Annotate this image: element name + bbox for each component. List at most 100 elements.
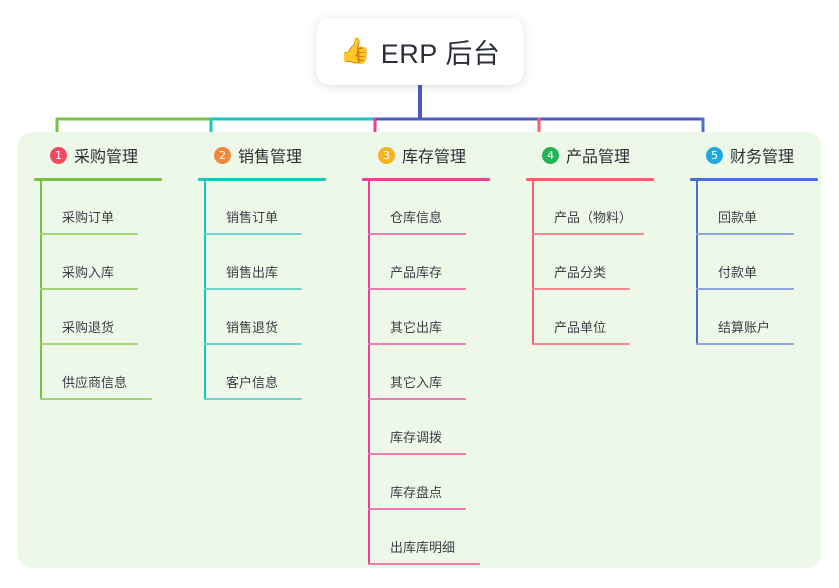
branch-header-sales[interactable]: 2 销售管理 [208, 132, 356, 170]
branch-item[interactable]: 回款单 [696, 180, 836, 235]
branch-spine [204, 180, 206, 400]
branch-item[interactable]: 销售出库 [204, 235, 344, 290]
branch-item[interactable]: 产品（物料） [532, 180, 672, 235]
branch-item-rule [368, 563, 480, 565]
branch-column-finance: 5 财务管理回款单付款单结算账户 [684, 132, 839, 568]
branch-item-rule [696, 343, 794, 345]
branch-number-badge: 4 [542, 146, 559, 164]
branch-item-label: 采购订单 [62, 210, 115, 225]
branch-item-label: 产品单位 [554, 320, 607, 335]
branch-item-label: 其它出库 [390, 320, 443, 335]
branch-item-list: 销售订单销售出库销售退货客户信息 [204, 180, 344, 400]
branch-column-purchasing: 1 采购管理采购订单采购入库采购退货供应商信息 [28, 132, 192, 568]
branch-title: 财务管理 [730, 149, 795, 166]
branch-item-rule [532, 233, 644, 235]
branch-item-list: 产品（物料） 产品分类产品单位 [532, 180, 672, 345]
branch-item[interactable]: 采购订单 [40, 180, 180, 235]
branch-item-rule [532, 343, 630, 345]
branch-item-label: 产品分类 [554, 265, 607, 280]
branch-item-list: 采购订单采购入库采购退货供应商信息 [40, 180, 180, 400]
branch-item-rule [696, 288, 794, 290]
branch-item-label: 库存调拨 [390, 430, 443, 445]
branch-item-label: 销售退货 [226, 320, 279, 335]
branch-item-label: 销售订单 [226, 210, 279, 225]
branch-spine [40, 180, 42, 400]
branch-item-rule [40, 398, 152, 400]
branch-columns: 1 采购管理采购订单采购入库采购退货供应商信息 2 销售管理销售订单销售出库销售退货客… [18, 132, 821, 568]
branch-spine [532, 180, 534, 345]
branch-number-badge: 5 [706, 146, 723, 164]
branch-item-rule [40, 233, 138, 235]
branch-item-label: 出库库明细 [390, 540, 456, 555]
branch-item-label: 产品（物料） [554, 210, 633, 225]
branch-item-rule [368, 233, 466, 235]
branch-item-label: 销售出库 [226, 265, 279, 280]
branch-item[interactable]: 付款单 [696, 235, 836, 290]
branch-item-rule [368, 288, 466, 290]
branch-item[interactable]: 销售订单 [204, 180, 344, 235]
branch-item-label: 仓库信息 [390, 210, 443, 225]
branch-title: 采购管理 [74, 149, 139, 166]
branch-item[interactable]: 产品单位 [532, 290, 672, 345]
branch-item-list: 回款单付款单结算账户 [696, 180, 836, 345]
branch-item-label: 付款单 [718, 265, 758, 280]
branch-spine [696, 180, 698, 345]
branch-item-label: 回款单 [718, 210, 758, 225]
branch-item-label: 采购退货 [62, 320, 115, 335]
branch-item-rule [204, 288, 302, 290]
branch-item-label: 供应商信息 [62, 375, 128, 390]
branch-item[interactable]: 仓库信息 [368, 180, 508, 235]
branch-item[interactable]: 产品库存 [368, 235, 508, 290]
branch-item[interactable]: 销售退货 [204, 290, 344, 345]
branch-header-rule [362, 178, 490, 181]
branch-item[interactable]: 客户信息 [204, 345, 344, 400]
branch-item[interactable]: 采购退货 [40, 290, 180, 345]
branch-item[interactable]: 其它入库 [368, 345, 508, 400]
thumbs-up-icon: 👍 [339, 37, 371, 65]
branch-item-rule [532, 288, 630, 290]
branch-item-rule [368, 453, 466, 455]
branch-number-badge: 2 [214, 146, 231, 164]
root-title: ERP 后台 [380, 39, 501, 69]
branch-item[interactable]: 出库库明细 [368, 510, 508, 565]
branch-title: 销售管理 [238, 149, 303, 166]
branch-item[interactable]: 产品分类 [532, 235, 672, 290]
branch-item-label: 结算账户 [718, 320, 771, 335]
branch-item[interactable]: 其它出库 [368, 290, 508, 345]
branch-item-rule [204, 398, 302, 400]
branch-item-rule [204, 233, 302, 235]
root-node[interactable]: 👍 ERP 后台 [316, 18, 524, 85]
branches-panel [18, 132, 821, 568]
root-node-content: 👍 ERP 后台 [340, 32, 501, 71]
branch-header-rule [526, 178, 654, 181]
branch-item[interactable]: 供应商信息 [40, 345, 180, 400]
branch-header-finance[interactable]: 5 财务管理 [700, 132, 839, 170]
branch-header-purchasing[interactable]: 1 采购管理 [44, 132, 192, 170]
branch-title: 库存管理 [402, 149, 467, 166]
branch-item[interactable]: 库存盘点 [368, 455, 508, 510]
branch-item[interactable]: 库存调拨 [368, 400, 508, 455]
branch-item-label: 采购入库 [62, 265, 115, 280]
branch-item-rule [40, 288, 138, 290]
branch-header-rule [198, 178, 326, 181]
branch-item-rule [696, 233, 794, 235]
branch-column-sales: 2 销售管理销售订单销售出库销售退货客户信息 [192, 132, 356, 568]
branch-item-rule [368, 398, 466, 400]
branch-item-list: 仓库信息产品库存其它出库其它入库库存调拨库存盘点出库库明细 [368, 180, 508, 565]
branch-number-badge: 1 [50, 146, 67, 164]
branch-column-product: 4 产品管理产品（物料） 产品分类产品单位 [520, 132, 684, 568]
branch-item[interactable]: 采购入库 [40, 235, 180, 290]
branch-item-label: 客户信息 [226, 375, 279, 390]
branch-title: 产品管理 [566, 149, 631, 166]
branch-header-rule [34, 178, 162, 181]
branch-item-rule [204, 343, 302, 345]
branch-header-product[interactable]: 4 产品管理 [536, 132, 684, 170]
branch-item[interactable]: 结算账户 [696, 290, 836, 345]
branch-header-rule [690, 178, 818, 181]
branch-item-label: 产品库存 [390, 265, 443, 280]
branch-item-rule [368, 343, 466, 345]
branch-item-label: 其它入库 [390, 375, 443, 390]
